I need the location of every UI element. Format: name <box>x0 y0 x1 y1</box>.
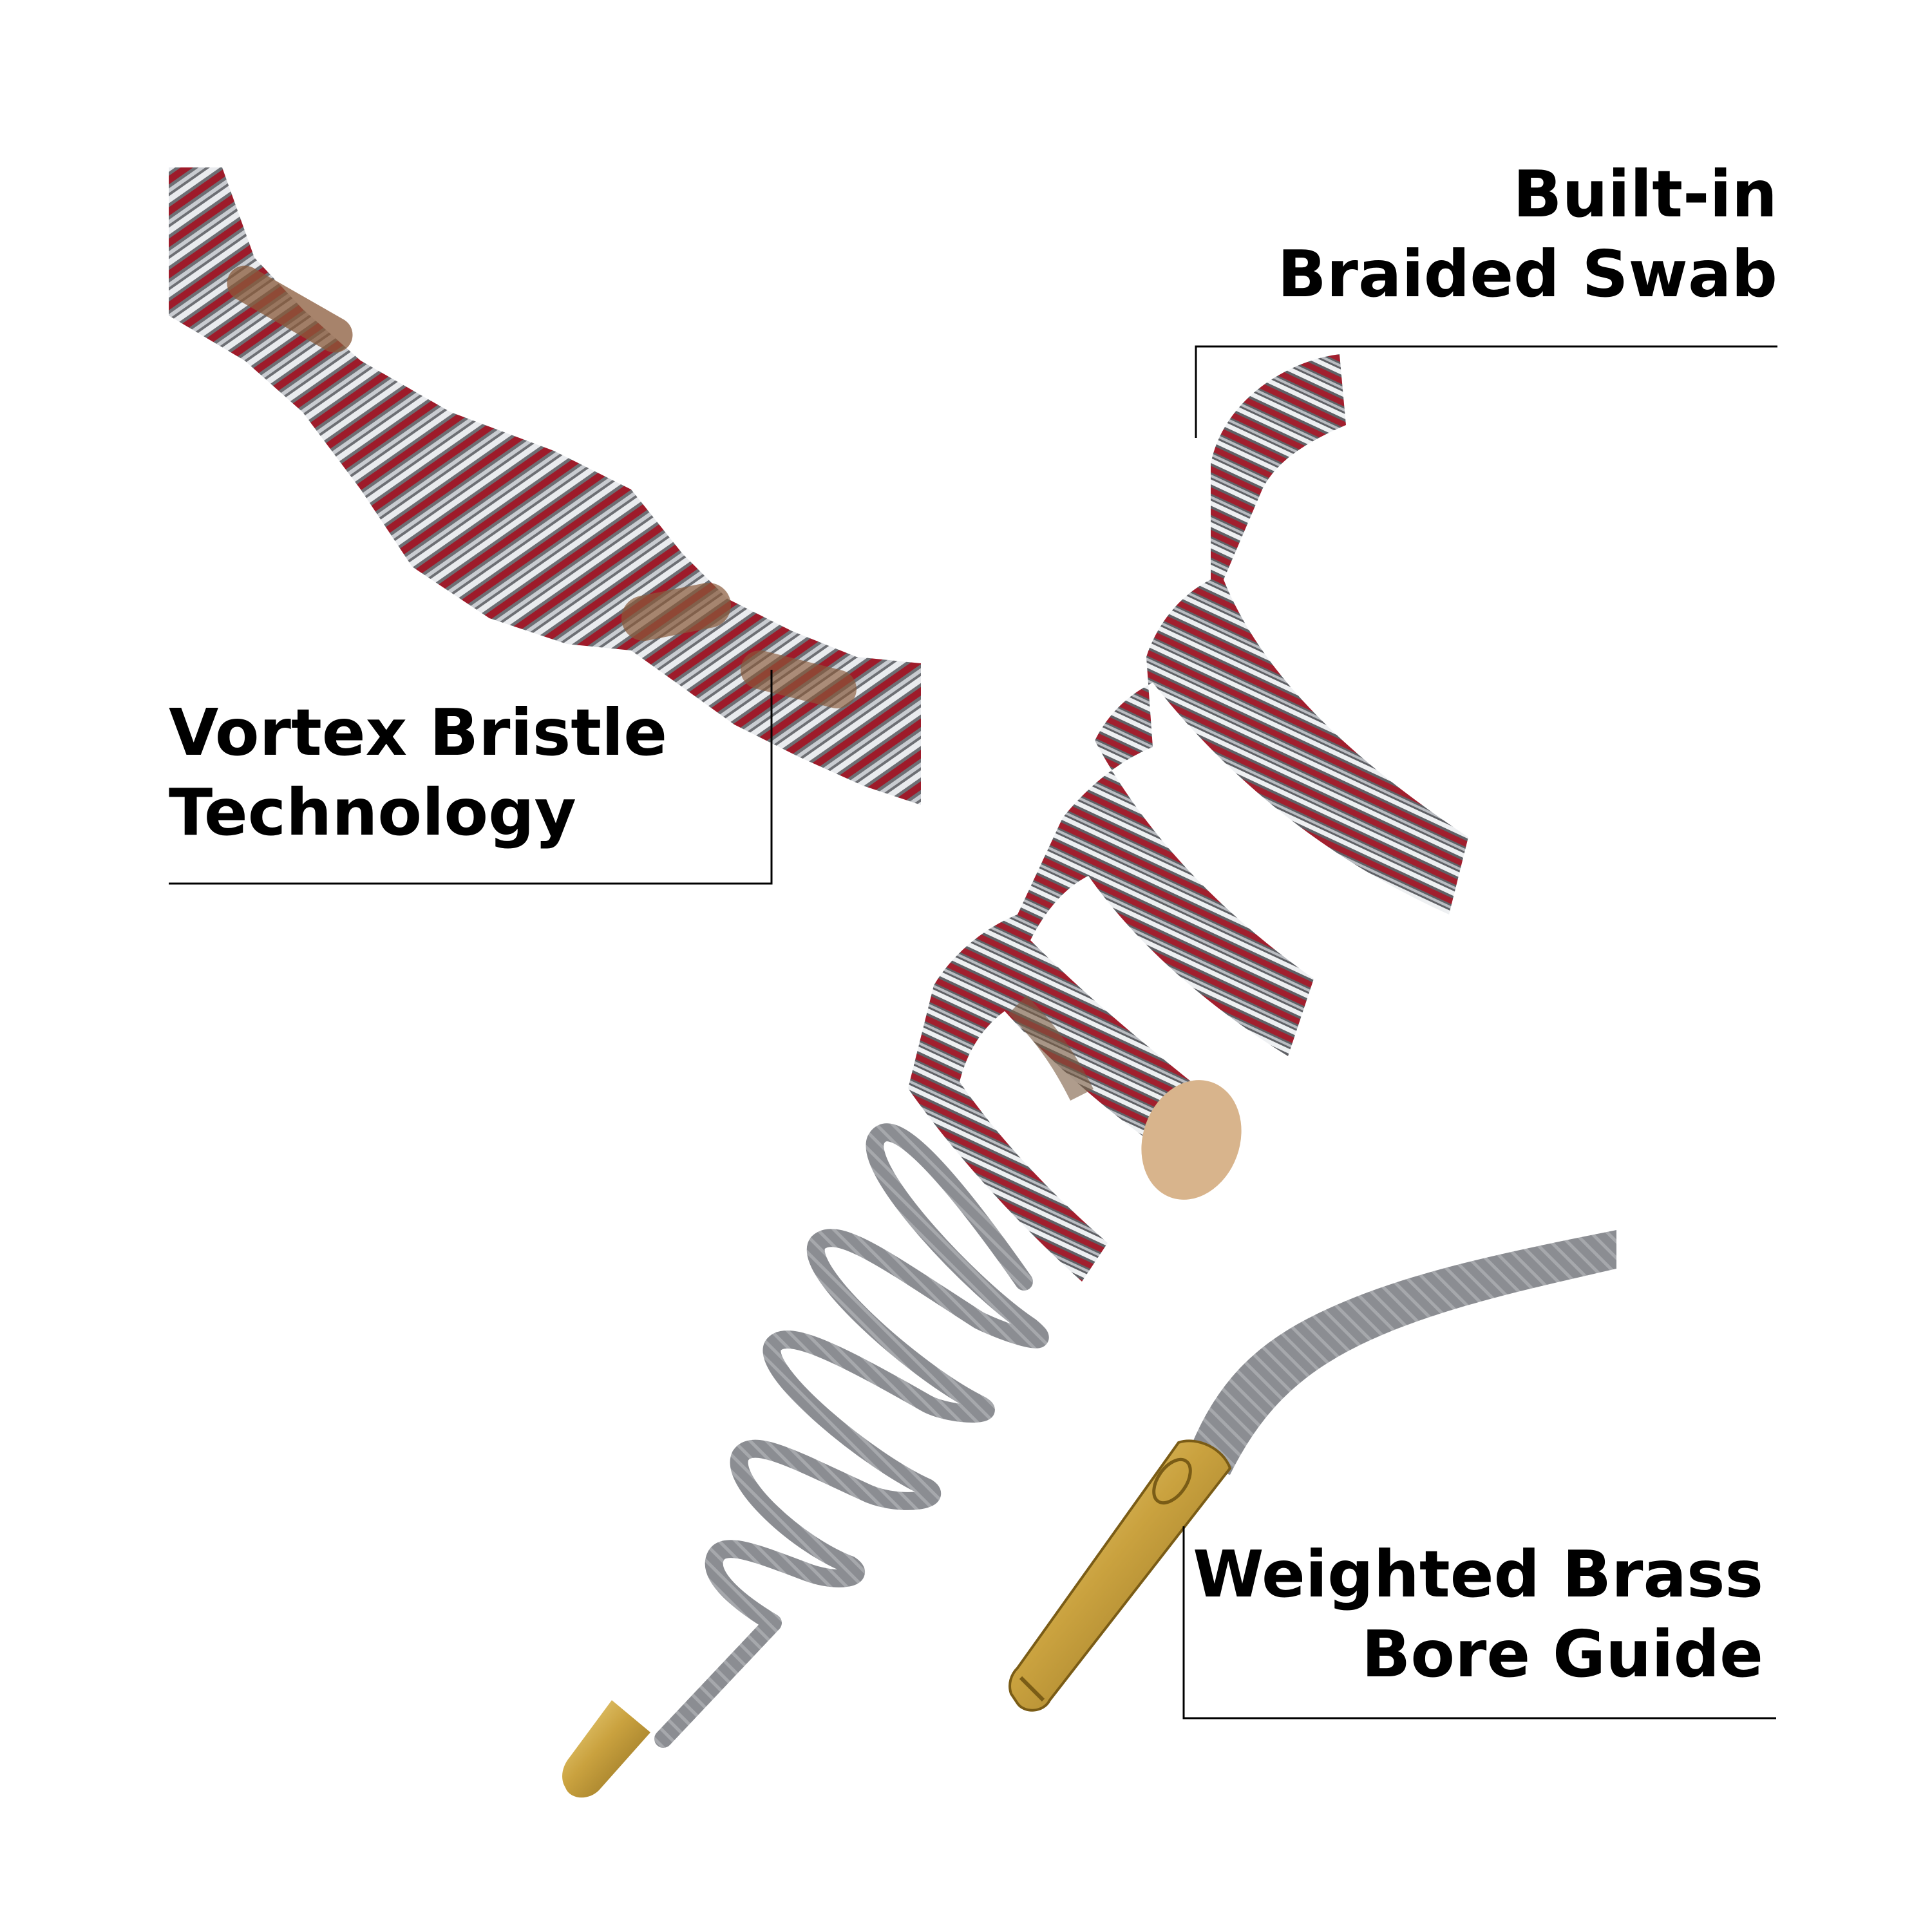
brass-bore-guide <box>1009 1439 1232 1712</box>
callout-brass-guide-line1: Weighted Brass <box>1193 1537 1763 1612</box>
bore-guide-cord <box>1185 1230 1616 1475</box>
callout-vortex-bristle-line1: Vortex Bristle <box>169 695 668 770</box>
callout-braided-swab-line1: Built-in <box>1513 156 1777 232</box>
callout-brass-guide-line2: Bore Guide <box>1361 1616 1763 1692</box>
callout-braided-swab: Built-in Braided Swab <box>1277 155 1777 314</box>
leader-line-braided-swab <box>1195 345 1777 438</box>
callout-braided-swab-line2: Braided Swab <box>1277 236 1777 312</box>
leader-line-vortex-bristle <box>169 670 773 885</box>
small-brass-tip <box>562 1700 650 1798</box>
coiled-braided-swab <box>908 354 1468 1282</box>
vortex-bristle-swab <box>169 167 921 805</box>
callout-vortex-bristle-line2: Technology <box>169 775 576 850</box>
callout-brass-guide: Weighted Brass Bore Guide <box>1193 1535 1763 1694</box>
pull-cord <box>654 1123 1049 1748</box>
leader-line-brass-guide <box>1182 1526 1776 1719</box>
callout-vortex-bristle: Vortex Bristle Technology <box>169 693 667 853</box>
